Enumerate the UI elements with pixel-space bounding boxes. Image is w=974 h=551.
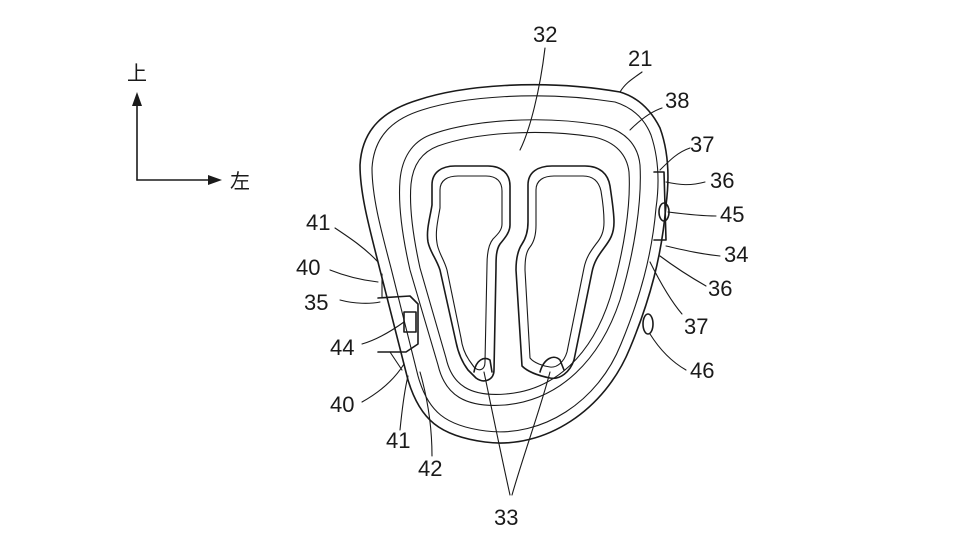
right-bump-33 — [539, 356, 565, 373]
leader-33-left — [483, 371, 511, 496]
outer-shell-outline — [359, 83, 669, 444]
label-34: 34 — [724, 242, 748, 267]
outer-shell-inner-edge — [371, 95, 659, 433]
leader-44 — [361, 321, 405, 345]
label-38: 38 — [665, 88, 689, 113]
leader-45 — [667, 211, 717, 217]
left-pocket-outline — [426, 165, 511, 382]
label-36-lower: 36 — [708, 276, 732, 301]
inner-ring-outline — [398, 119, 641, 406]
leader-42 — [419, 371, 433, 457]
inner-ring-inner-edge — [409, 131, 630, 395]
label-41-upper: 41 — [306, 210, 330, 235]
left-arrow-icon — [208, 175, 222, 185]
label-40-lower: 40 — [330, 392, 354, 417]
leader-40b — [361, 363, 405, 403]
right-pocket-inner — [524, 175, 605, 368]
label-37-upper: 37 — [690, 132, 714, 157]
reference-numerals: 32 21 38 37 36 45 34 36 37 46 41 40 35 4… — [296, 22, 748, 530]
label-46: 46 — [690, 358, 714, 383]
label-44: 44 — [330, 335, 354, 360]
direction-up-label: 上 — [127, 62, 147, 85]
left-clip-35 — [377, 295, 419, 353]
leader-36a — [665, 181, 706, 186]
label-42: 42 — [418, 456, 442, 481]
label-36-upper: 36 — [710, 168, 734, 193]
component-drawing — [359, 83, 670, 444]
leader-41b — [399, 375, 409, 431]
direction-indicator: 上 左 — [127, 62, 250, 193]
label-37-lower: 37 — [684, 314, 708, 339]
direction-left-label: 左 — [230, 170, 250, 193]
leader-lines — [329, 47, 721, 496]
leader-32 — [519, 47, 546, 151]
up-arrow-icon — [132, 92, 142, 106]
label-21: 21 — [628, 46, 652, 71]
leader-33-right — [511, 371, 551, 496]
label-45: 45 — [720, 202, 744, 227]
right-clip-34 — [653, 171, 667, 241]
left-pocket-inner — [435, 175, 503, 371]
label-32: 32 — [533, 22, 557, 47]
left-bump-33 — [473, 357, 493, 373]
label-40-upper: 40 — [296, 255, 320, 280]
leader-41a — [334, 227, 379, 263]
leader-35 — [339, 299, 381, 304]
leader-37a — [659, 147, 691, 171]
leader-40a — [329, 269, 379, 283]
label-35: 35 — [304, 290, 328, 315]
leader-21 — [619, 71, 643, 93]
label-41-lower: 41 — [386, 428, 410, 453]
leader-34 — [665, 245, 721, 257]
label-33: 33 — [494, 505, 518, 530]
right-hole-46 — [642, 313, 654, 335]
leader-38 — [629, 107, 663, 131]
leader-46 — [649, 333, 687, 371]
leader-36b — [659, 255, 707, 287]
left-clip-edge — [381, 273, 403, 371]
right-pocket-outline — [515, 165, 615, 380]
leader-37b — [649, 261, 683, 315]
